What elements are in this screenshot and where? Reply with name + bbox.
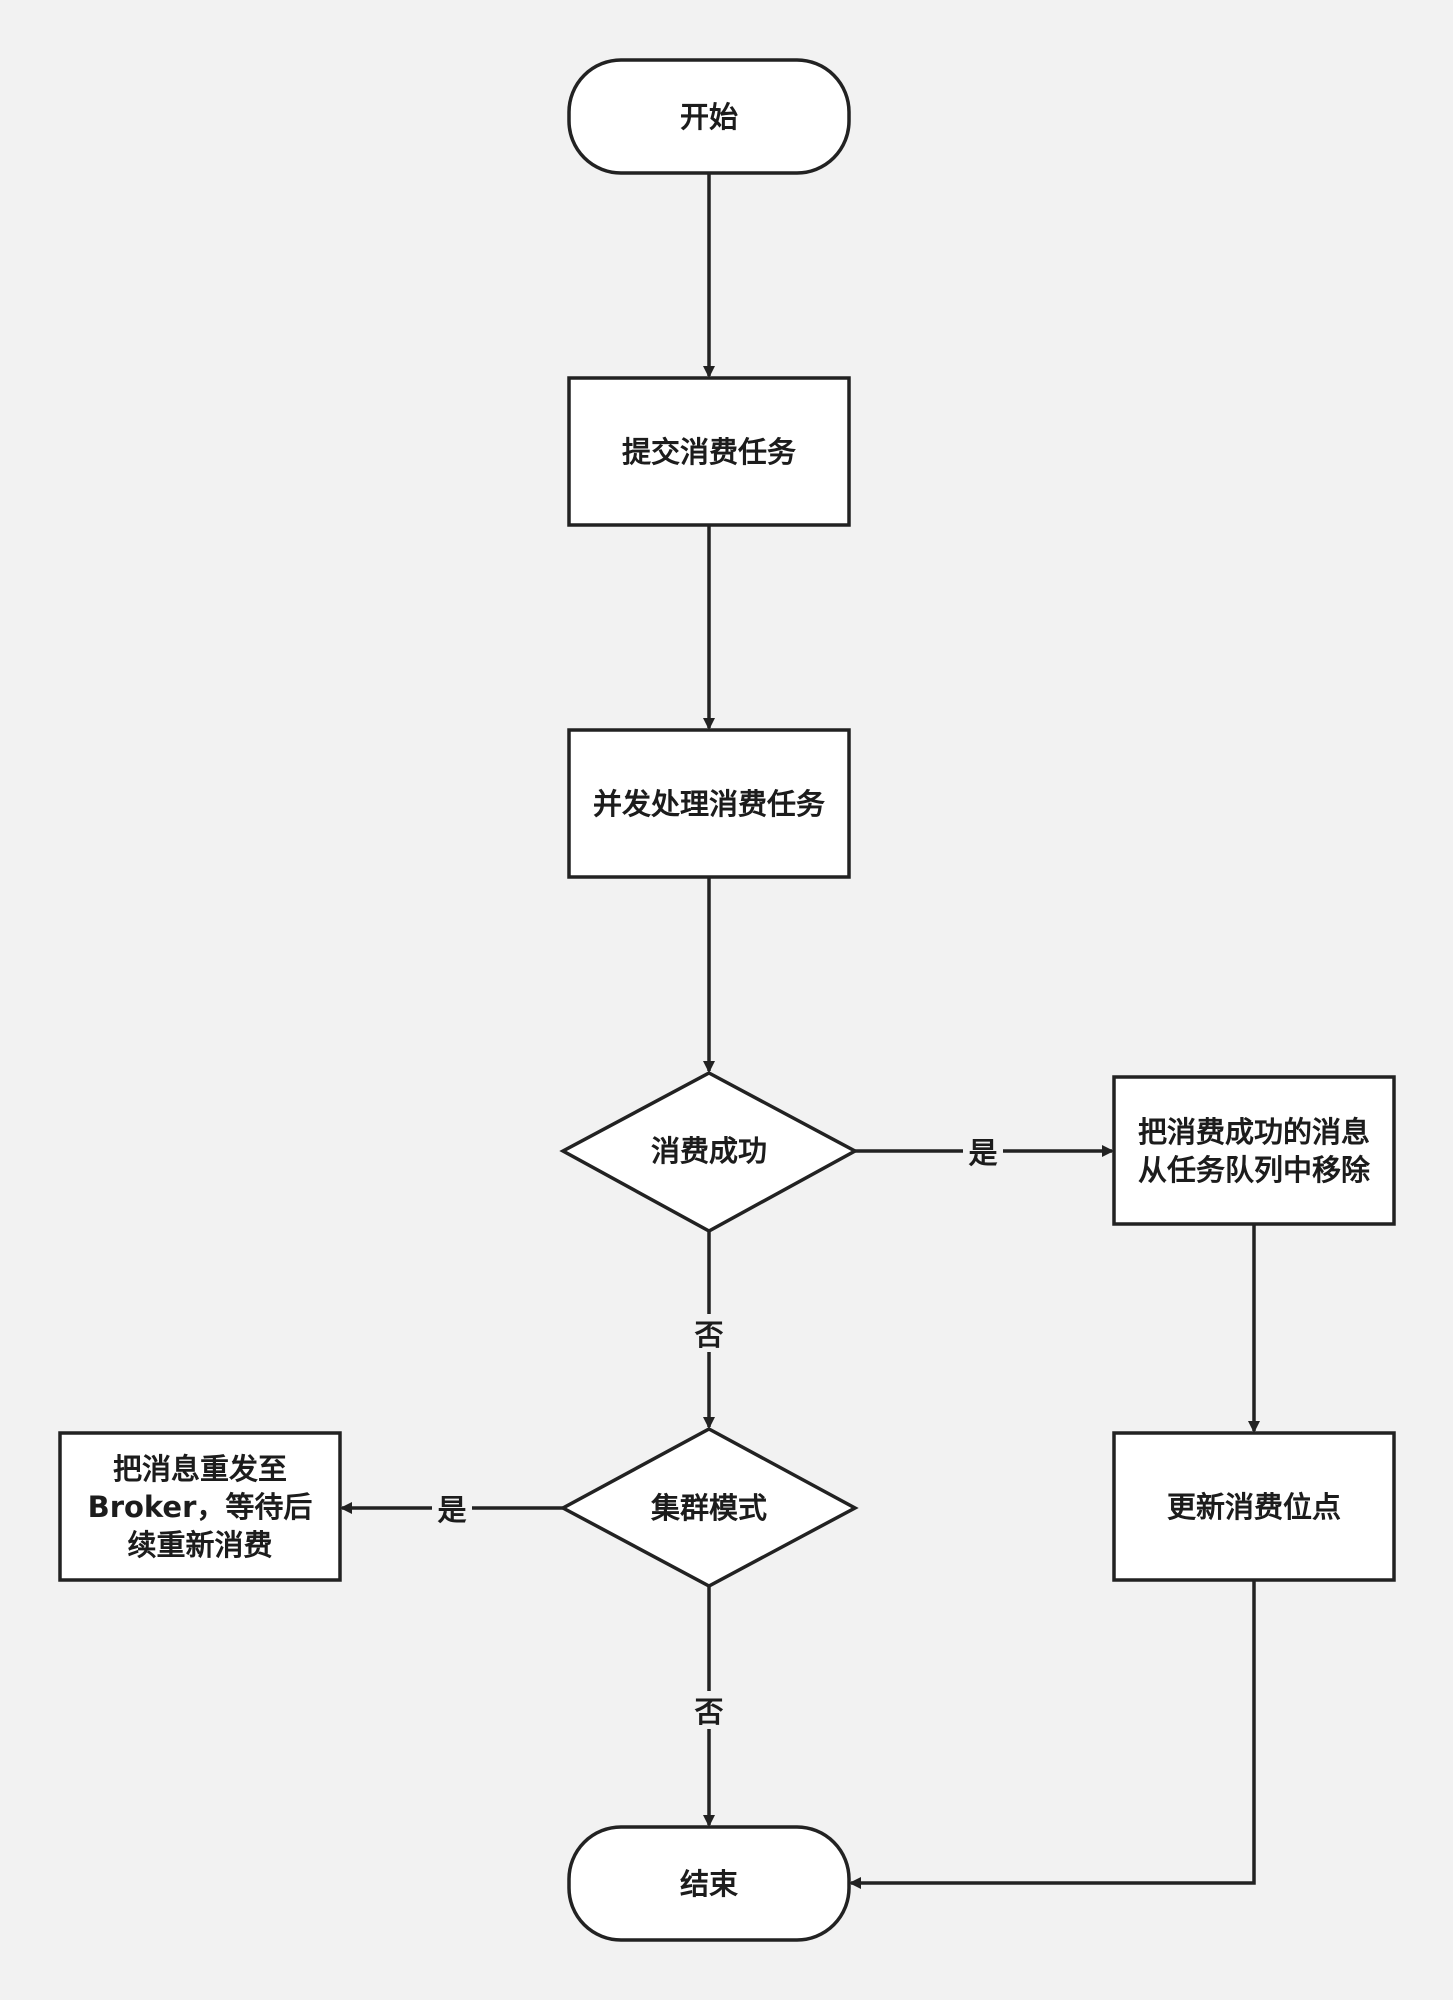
process-task-node-shape: [567, 728, 851, 879]
edge-label-success-yes: 是: [963, 1132, 1003, 1170]
resend-to-broker-node-shape: [58, 1431, 342, 1582]
remove-from-queue-node-shape: [1112, 1075, 1396, 1226]
update-offset-node: 更新消费位点: [1166, 1489, 1341, 1524]
cluster-decision: 集群模式: [650, 1491, 767, 1525]
update-offset-node-shape: [1112, 1431, 1396, 1582]
resend-to-broker-node: 把消息重发至Broker，等待后续重新消费: [87, 1451, 313, 1562]
submit-task-node: 提交消费任务: [621, 434, 796, 469]
submit-task-node-shape: [567, 376, 851, 527]
process-task-node: 并发处理消费任务: [592, 786, 825, 821]
edge-label-success-no: 否: [689, 1314, 729, 1352]
success-decision: 消费成功: [650, 1134, 767, 1168]
edge-label-cluster-no: 否: [689, 1691, 729, 1729]
remove-from-queue-node: 把消费成功的消息从任务队列中移除: [1137, 1114, 1370, 1187]
start-node: 开始: [679, 99, 738, 134]
end-node: 结束: [679, 1866, 738, 1901]
edge-label-cluster-yes: 是: [432, 1489, 472, 1527]
edge-update-to-end: [849, 1580, 1256, 1889]
